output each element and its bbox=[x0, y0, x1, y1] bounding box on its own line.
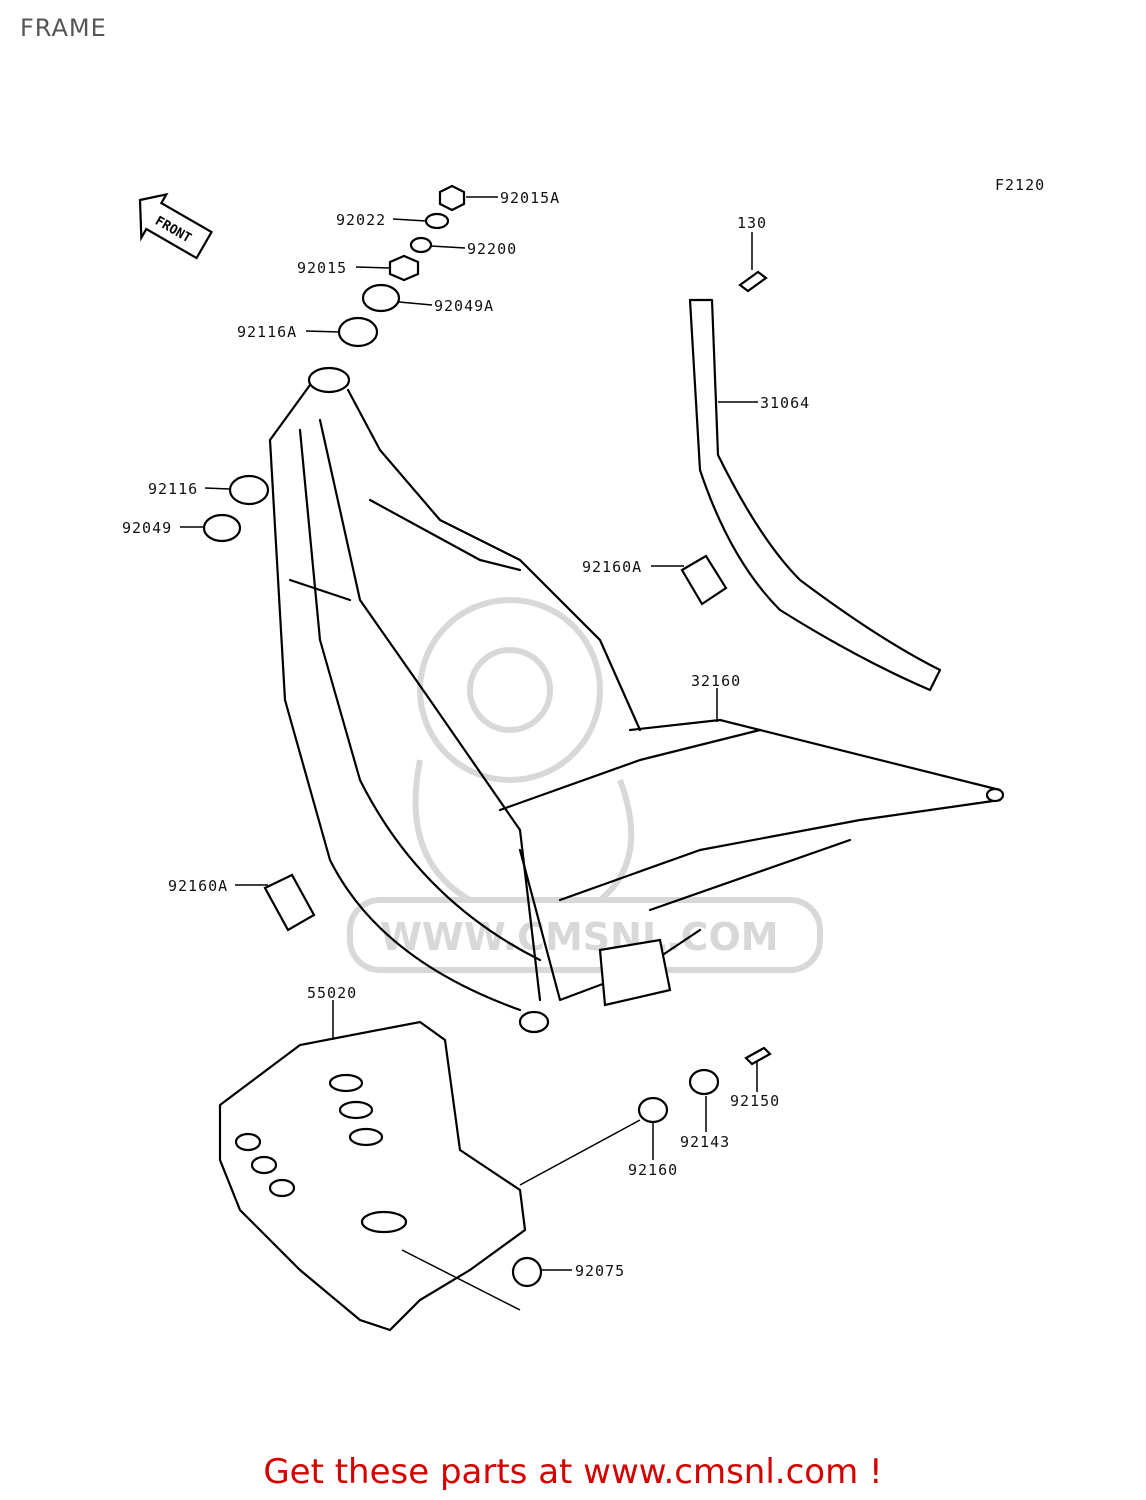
diagram-code: F2120 bbox=[995, 176, 1045, 194]
label-92116A: 92116A bbox=[237, 323, 297, 341]
part-55020-skid-plate bbox=[218, 1020, 527, 1332]
part-92049A-seal bbox=[361, 283, 401, 313]
label-92200: 92200 bbox=[467, 240, 517, 258]
label-92022: 92022 bbox=[336, 211, 386, 229]
steering-stem-parts bbox=[202, 184, 466, 543]
part-92075-damper bbox=[511, 1256, 543, 1288]
part-92049-seal bbox=[202, 513, 242, 543]
label-92015A: 92015A bbox=[500, 189, 560, 207]
part-130-bolt bbox=[738, 270, 768, 293]
part-92022-washer bbox=[424, 212, 450, 230]
label-92160: 92160 bbox=[628, 1161, 678, 1179]
part-31064-subframe bbox=[688, 298, 942, 692]
label-31064: 31064 bbox=[760, 394, 810, 412]
label-55020: 55020 bbox=[307, 984, 357, 1002]
main-frame bbox=[268, 366, 1005, 1034]
label-92015: 92015 bbox=[297, 259, 347, 277]
label-32160: 32160 bbox=[691, 672, 741, 690]
label-92160A-lower: 92160A bbox=[168, 877, 228, 895]
watermark-text: WWW.CMSNL.COM bbox=[380, 915, 779, 959]
front-arrow-icon: FRONT bbox=[138, 192, 214, 260]
label-92143: 92143 bbox=[680, 1133, 730, 1151]
label-92075: 92075 bbox=[575, 1262, 625, 1280]
label-92116: 92116 bbox=[148, 480, 198, 498]
part-92160A-lower-damper bbox=[263, 873, 316, 932]
part-92160A-upper-damper bbox=[680, 554, 728, 606]
part-labels: 92015A 92022 92200 92015 92049A 92116A 9… bbox=[122, 189, 810, 1280]
part-92143-collar bbox=[688, 1068, 720, 1096]
label-130: 130 bbox=[737, 214, 767, 232]
label-92160A-upper: 92160A bbox=[582, 558, 642, 576]
label-92049: 92049 bbox=[122, 519, 172, 537]
part-92200-washer bbox=[409, 236, 433, 254]
skid-plate-parts bbox=[218, 1020, 772, 1332]
part-92116A-bearing bbox=[337, 316, 379, 348]
cmsnl-parts-link[interactable]: Get these parts at www.cmsnl.com ! bbox=[263, 1452, 883, 1492]
watermark-logo: WWW.CMSNL.COM bbox=[347, 597, 823, 973]
page-title: FRAME bbox=[20, 14, 107, 42]
part-92116-bearing bbox=[228, 474, 270, 506]
label-92150: 92150 bbox=[730, 1092, 780, 1110]
part-92150-bolt bbox=[744, 1046, 772, 1066]
part-92015A-nut bbox=[438, 184, 466, 212]
part-92160-damper bbox=[637, 1096, 669, 1124]
label-92049A: 92049A bbox=[434, 297, 494, 315]
leader-lines bbox=[180, 196, 758, 1311]
part-92015-nut bbox=[388, 254, 420, 282]
subframe-parts bbox=[263, 270, 942, 932]
